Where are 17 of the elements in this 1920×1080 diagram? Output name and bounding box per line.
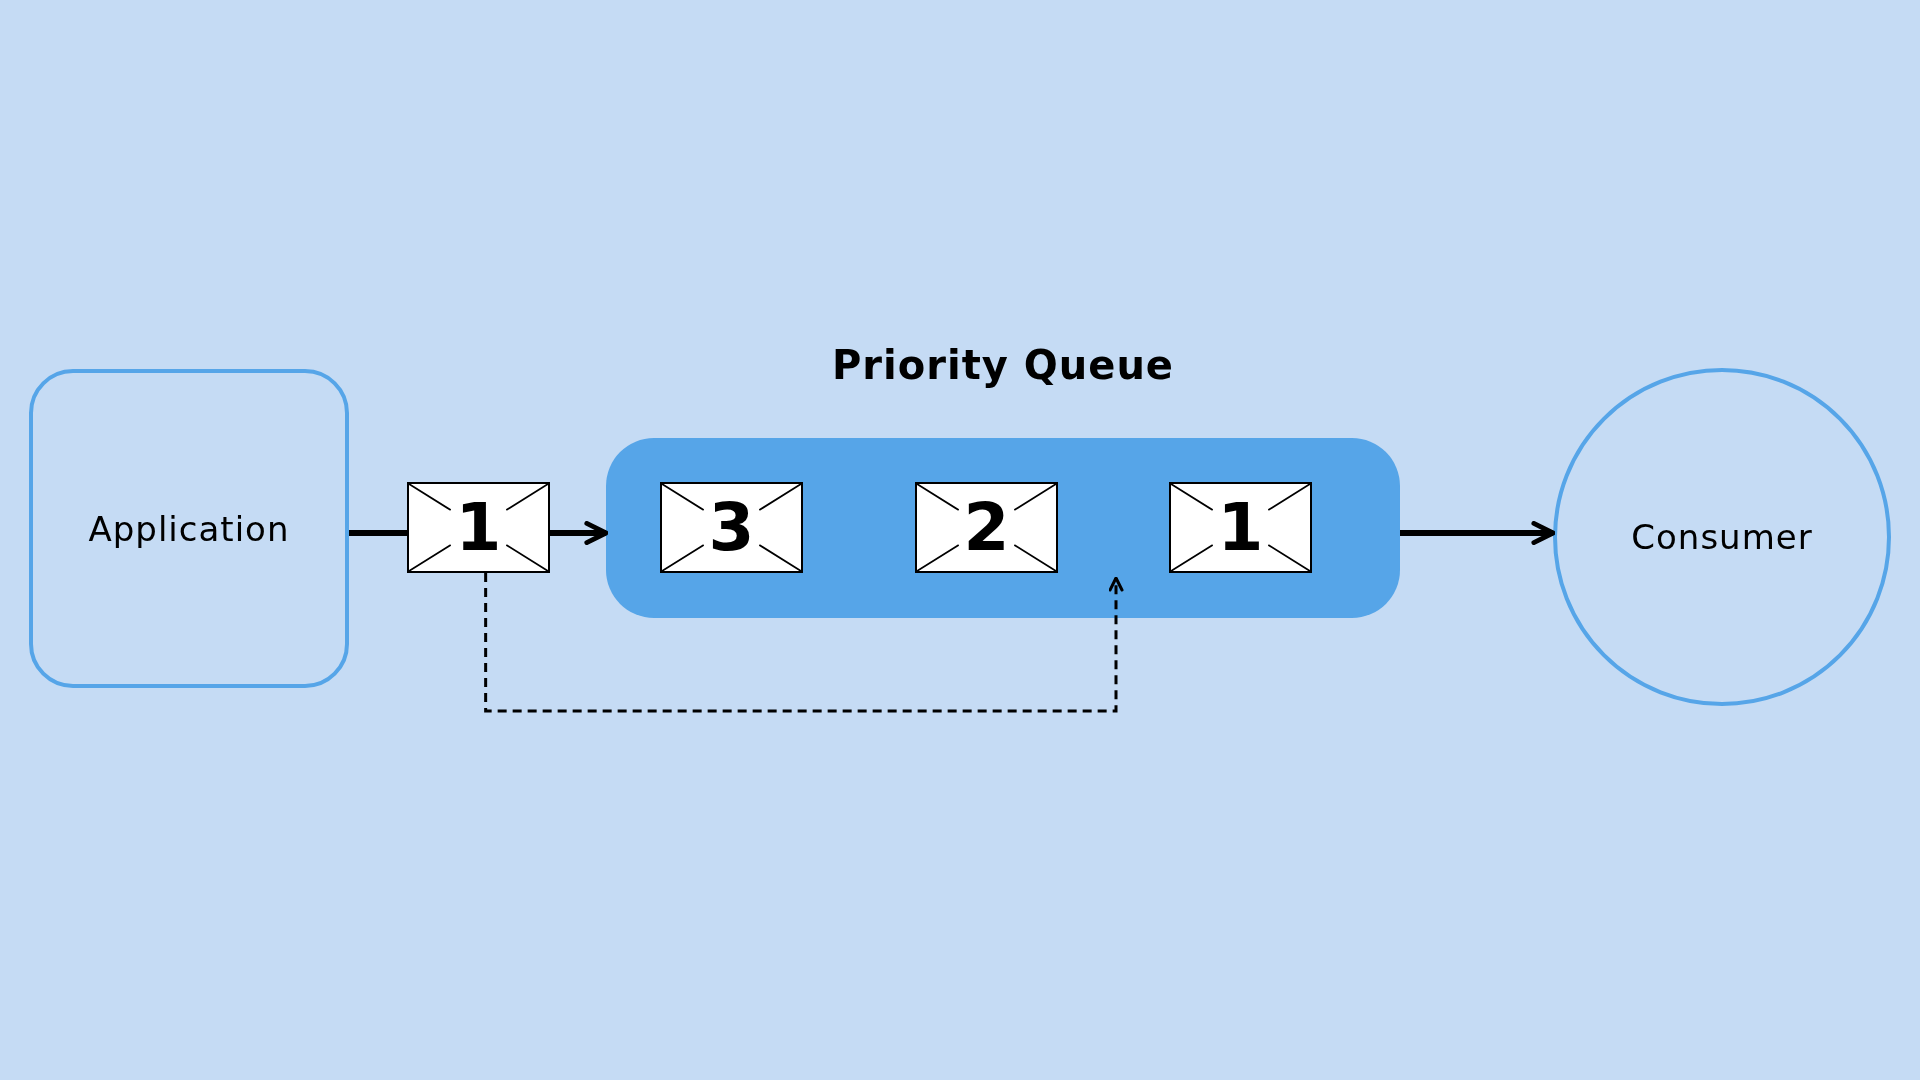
- priority-number: 3: [708, 494, 755, 561]
- node-label: Consumer: [1631, 517, 1813, 557]
- envelope: [1169, 482, 1312, 573]
- arrow: [1400, 521, 1556, 545]
- dashed-arrow: [484, 573, 1124, 713]
- arrow: [550, 521, 609, 545]
- queue-title: Priority Queue: [832, 342, 1174, 388]
- node-label: Application: [88, 508, 290, 549]
- envelope: [660, 482, 803, 573]
- connector-line: [349, 530, 407, 536]
- envelope: [407, 482, 550, 573]
- priority-number: 1: [1217, 494, 1264, 561]
- priority-number: 2: [963, 494, 1010, 561]
- consumer-circle: [1553, 368, 1891, 706]
- application-box: [29, 369, 349, 688]
- envelope: [915, 482, 1058, 573]
- priority-number: 1: [455, 494, 502, 561]
